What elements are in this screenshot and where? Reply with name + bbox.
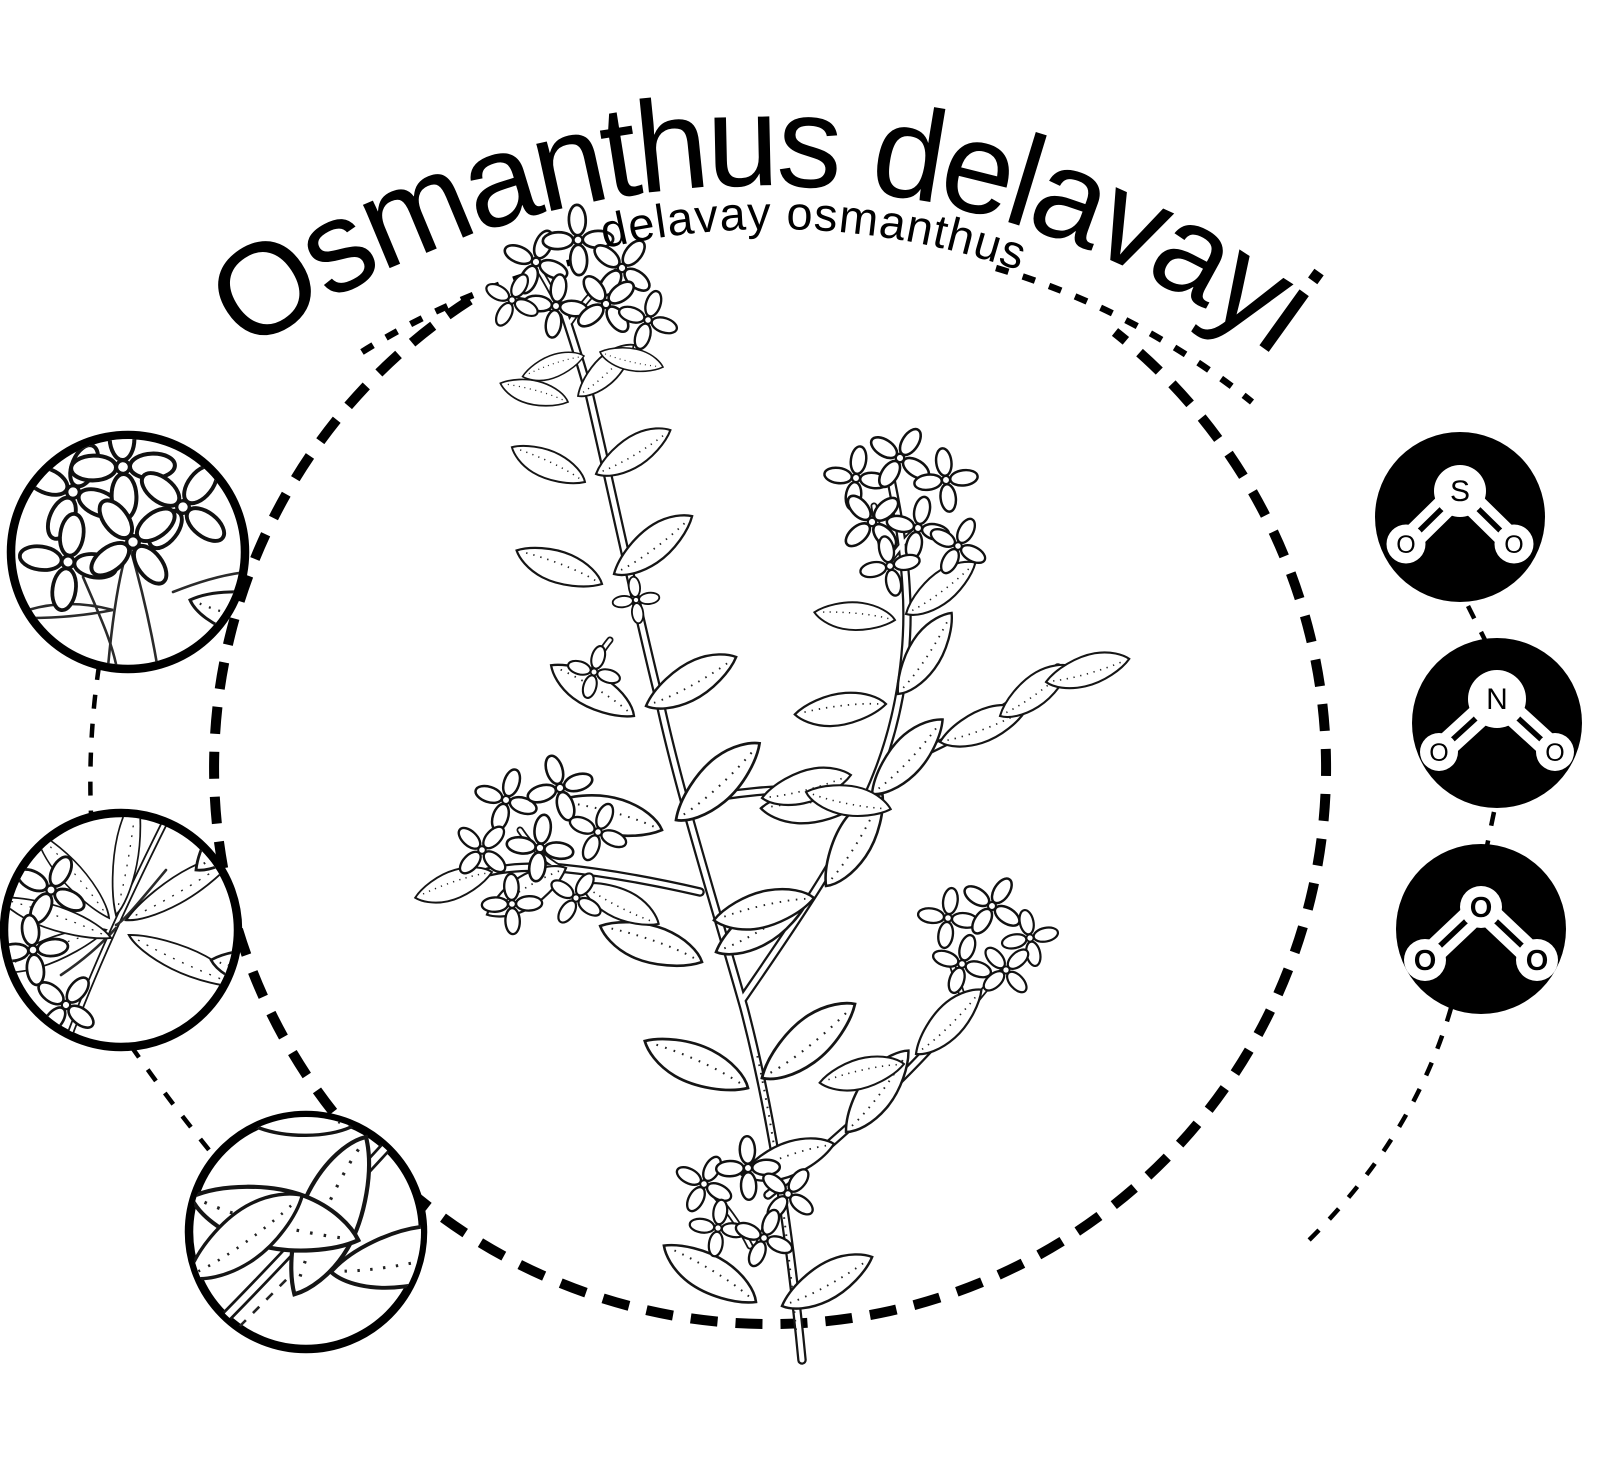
- connector-no2-o3: [1484, 811, 1497, 847]
- subtitle-dash-right: [995, 264, 1255, 405]
- connector-so2-no2: [1465, 604, 1489, 644]
- atom-label-center: S: [1450, 475, 1470, 508]
- molecule-sulfur-dioxide: S O O: [1375, 432, 1545, 602]
- inset-leaf-detail: [184, 1110, 428, 1354]
- atom-label-right: O: [1504, 531, 1523, 559]
- molecule-disc: [1396, 844, 1566, 1014]
- atom-label-left: O: [1429, 739, 1448, 767]
- inset-branch-detail: [0, 808, 243, 1052]
- inset-sketch-leaves: [191, 1117, 421, 1341]
- connector-o3-tail: [1301, 1007, 1454, 1248]
- atom-label-center: O: [1470, 892, 1493, 924]
- molecule-ozone: O O O: [1396, 844, 1566, 1014]
- atom-label-right: O: [1526, 945, 1549, 977]
- atom-label-center: N: [1486, 683, 1508, 716]
- main-dashed-circle: [209, 295, 1332, 1330]
- inset-flower-detail: [6, 430, 250, 674]
- molecule-nitrogen-dioxide: N O O: [1412, 638, 1582, 808]
- plant-illustration: [409, 196, 1135, 1365]
- connector-inset1-inset2: [88, 665, 102, 815]
- atom-label-left: O: [1414, 945, 1437, 977]
- connector-inset2-inset3: [129, 1044, 229, 1174]
- atom-label-right: O: [1545, 739, 1564, 767]
- atom-label-left: O: [1396, 531, 1415, 559]
- inset-sketch-branch: [8, 817, 234, 1043]
